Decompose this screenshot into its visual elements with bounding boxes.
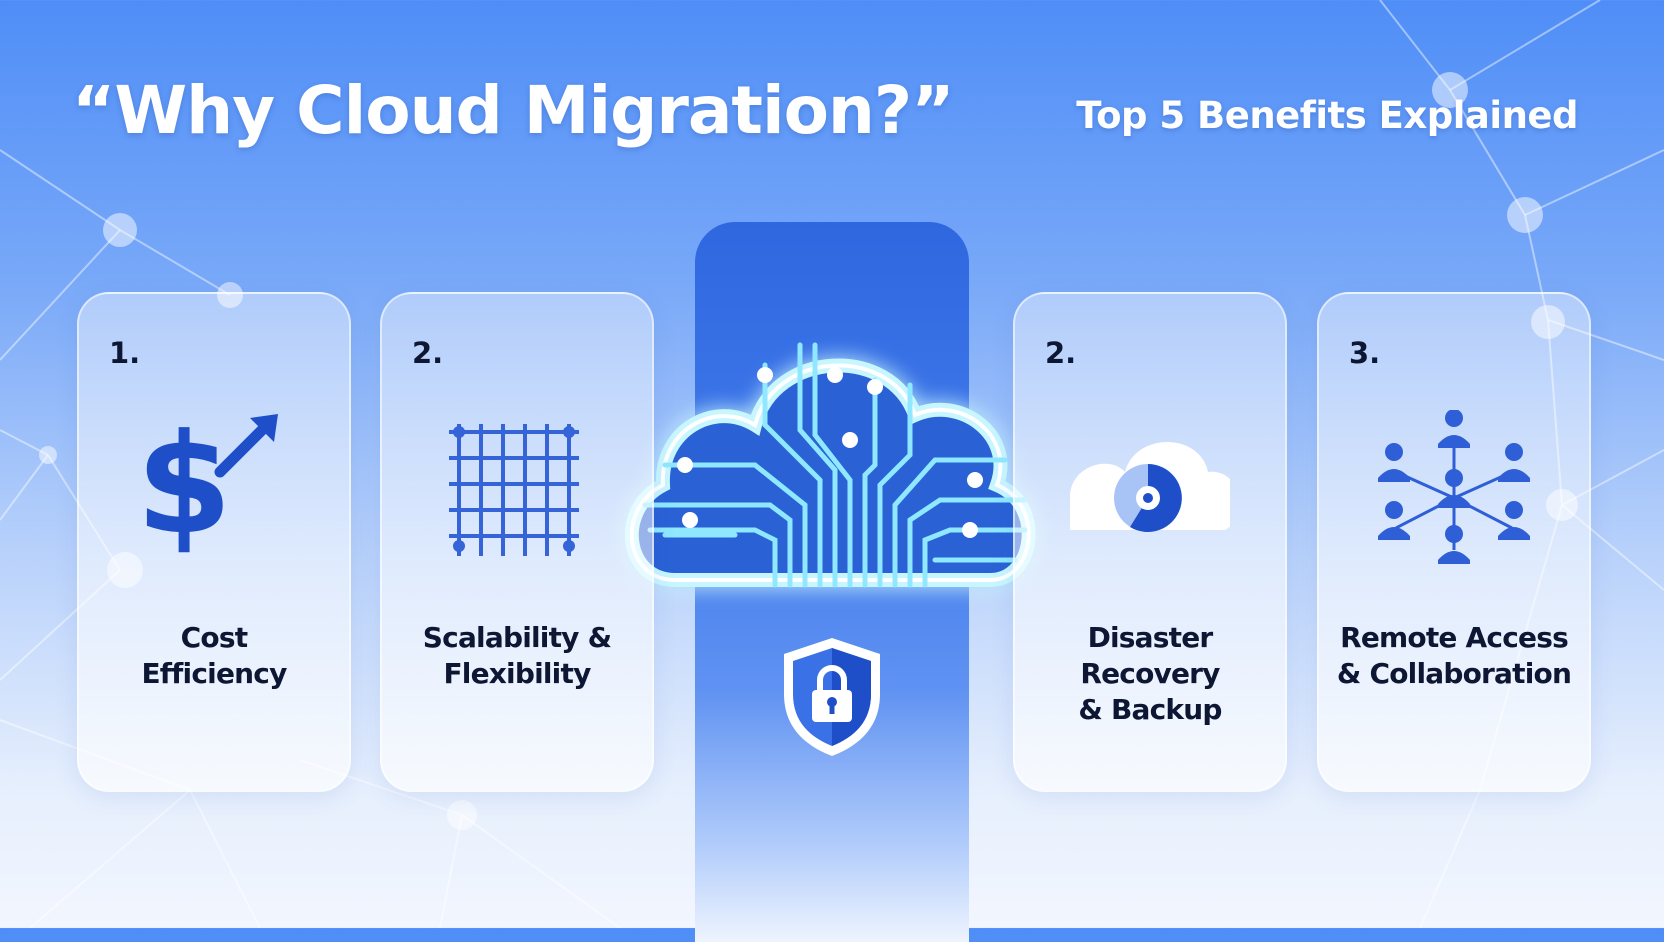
page-subtitle: Top 5 Benefits Explained (1076, 94, 1578, 137)
benefit-card-cost-efficiency: 1. $ Cost Efficiency (77, 292, 351, 792)
card-number: 2. (412, 336, 444, 370)
svg-text:$: $ (136, 410, 232, 565)
team-network-icon (1378, 410, 1530, 564)
card-label: Scalability & Flexibility (422, 621, 612, 690)
card-label: Disaster Recovery & Backup (1078, 621, 1222, 726)
grid-icon (449, 424, 579, 556)
card-label: Cost Efficiency (141, 621, 287, 690)
dollar-growth-icon: $ (136, 410, 278, 565)
card-label: Remote Access & Collaboration (1336, 621, 1572, 690)
cloud-backup-icon (1070, 442, 1230, 532)
security-shield-icon (784, 638, 880, 756)
card-number: 1. (109, 336, 141, 370)
circuit-cloud-icon (624, 342, 1036, 588)
card-number: 2. (1045, 336, 1077, 370)
benefit-card-scalability: 2. Scalability & Flexibility (380, 292, 654, 792)
benefit-card-disaster-recovery: 2. Disaster Recovery & Backup (1013, 292, 1287, 792)
card-number: 3. (1349, 336, 1381, 370)
page-title: “Why Cloud Migration?” (72, 72, 955, 149)
benefit-card-remote-access: 3. Remote Access & Collaboration (1317, 292, 1591, 792)
